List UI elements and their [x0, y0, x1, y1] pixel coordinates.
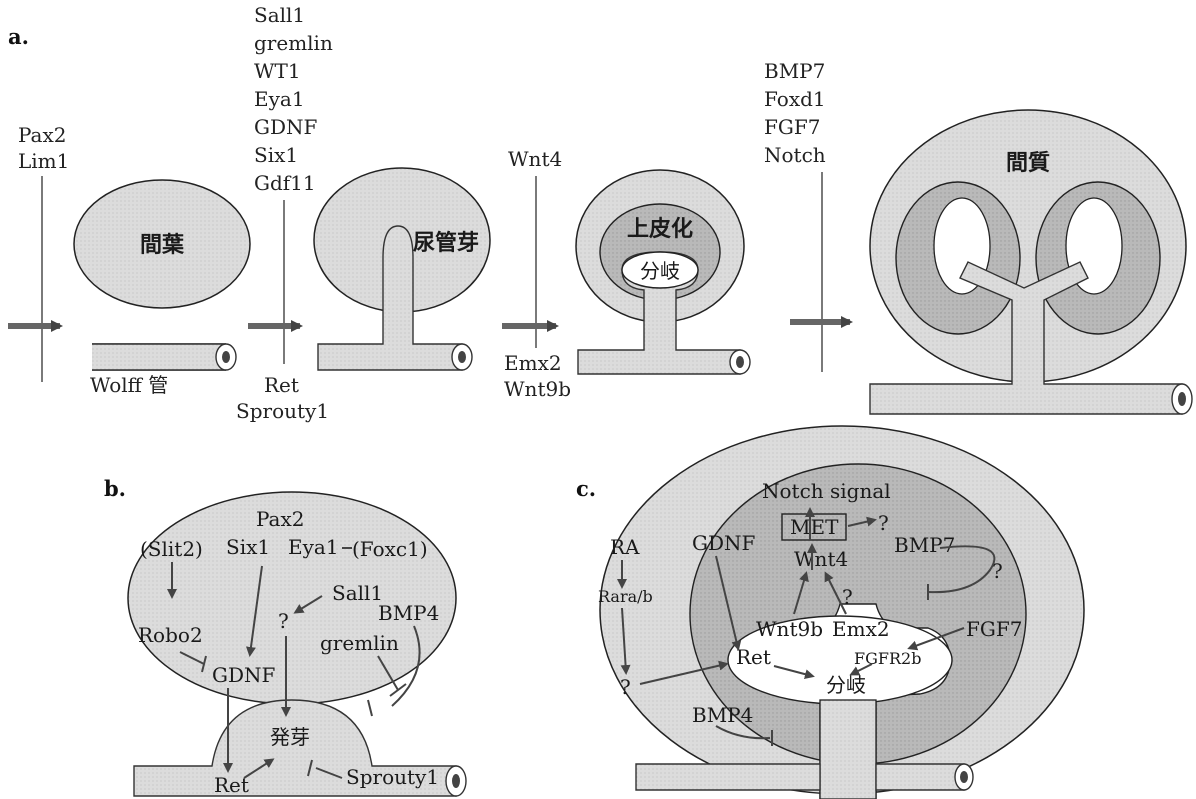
- notch-signal-label: Notch signal: [762, 479, 891, 503]
- foxc1-label: (Foxc1): [352, 537, 428, 561]
- rara-label: Rara/b: [598, 587, 653, 606]
- gene-ret: Ret: [264, 373, 299, 397]
- gene-pax2: Pax2: [18, 123, 67, 147]
- sprouty1-label: Sprouty1: [346, 765, 439, 789]
- branching-c-label: 分岐: [826, 673, 866, 697]
- stage3: Wnt4 Emx2 Wnt9b 上皮化 分岐: [502, 147, 750, 401]
- gene-six1: Six1: [254, 143, 298, 167]
- budding-label: 発芽: [270, 725, 310, 749]
- panel-c-label: c.: [576, 476, 596, 501]
- slit2-label: (Slit2): [140, 537, 203, 561]
- emx2-label: Emx2: [832, 617, 890, 641]
- mesenchyme-label: 間葉: [140, 233, 185, 258]
- robo2-label: Robo2: [138, 623, 203, 647]
- gene-lim1: Lim1: [18, 149, 69, 173]
- ret-label: Ret: [214, 773, 249, 797]
- q4-label: ?: [620, 675, 631, 699]
- gene-gdnf: GDNF: [254, 115, 318, 139]
- q3-label: ?: [842, 585, 853, 609]
- q1-label: ?: [878, 511, 889, 535]
- six1-label: Six1: [226, 535, 270, 559]
- gene-emx2: Emx2: [504, 351, 562, 375]
- fgf7-label: FGF7: [966, 617, 1022, 641]
- gene-sall1: Sall1: [254, 3, 305, 27]
- panel-b: (Slit2) Robo2 Pax2 Six1 Eya1 (Foxc1) Sal…: [128, 492, 466, 797]
- stage1: Pax2 Lim1 間葉 Wolff 管: [8, 123, 250, 397]
- gene-notch: Notch: [764, 143, 826, 167]
- stroma-label: 間質: [1006, 151, 1050, 176]
- gdnf-label: GDNF: [212, 663, 276, 687]
- pax2-label: Pax2: [256, 507, 305, 531]
- ra-label: RA: [610, 535, 640, 559]
- gdnf-c-label: GDNF: [692, 531, 756, 555]
- gene-wnt9b: Wnt9b: [504, 377, 571, 401]
- bmp4-label: BMP4: [378, 601, 439, 625]
- question-label: ?: [278, 609, 289, 633]
- gene-foxd1: Foxd1: [764, 87, 826, 111]
- bmp7-label: BMP7: [894, 533, 955, 557]
- gene-sprouty1: Sprouty1: [236, 399, 329, 423]
- branching-label: 分岐: [640, 259, 680, 283]
- panel-c: Notch signal MET ? RA GDNF Wnt4 BMP7 ? R…: [598, 426, 1084, 799]
- gene-gremlin: gremlin: [254, 31, 333, 55]
- epithelialization-label: 上皮化: [627, 216, 693, 242]
- wolff-duct-label: Wolff 管: [90, 373, 168, 397]
- stage2: Sall1 gremlin WT1 Eya1 GDNF Six1 Gdf11 R…: [236, 3, 490, 423]
- gene-eya1: Eya1: [254, 87, 305, 111]
- gene-wt1: WT1: [254, 59, 301, 83]
- panel-a-label: a.: [8, 24, 29, 49]
- wnt9b-label: Wnt9b: [756, 617, 823, 641]
- gene-bmp7: BMP7: [764, 59, 825, 83]
- sall1-label: Sall1: [332, 581, 383, 605]
- gene-wnt4: Wnt4: [508, 147, 562, 171]
- met-label: MET: [790, 515, 839, 539]
- bmp4-c-label: BMP4: [692, 703, 753, 727]
- ret-c-label: Ret: [736, 645, 771, 669]
- eya1-label: Eya1: [288, 535, 339, 559]
- wnt4-label: Wnt4: [794, 547, 848, 571]
- stage4: BMP7 Foxd1 FGF7 Notch 間質: [764, 59, 1192, 414]
- fgfr2b-label: FGFR2b: [854, 649, 921, 668]
- gene-fgf7: FGF7: [764, 115, 820, 139]
- panel-b-label: b.: [104, 476, 126, 501]
- gremlin-label: gremlin: [320, 631, 399, 655]
- gene-gdf11: Gdf11: [254, 171, 316, 195]
- ureteric-bud-label: 尿管芽: [413, 230, 479, 256]
